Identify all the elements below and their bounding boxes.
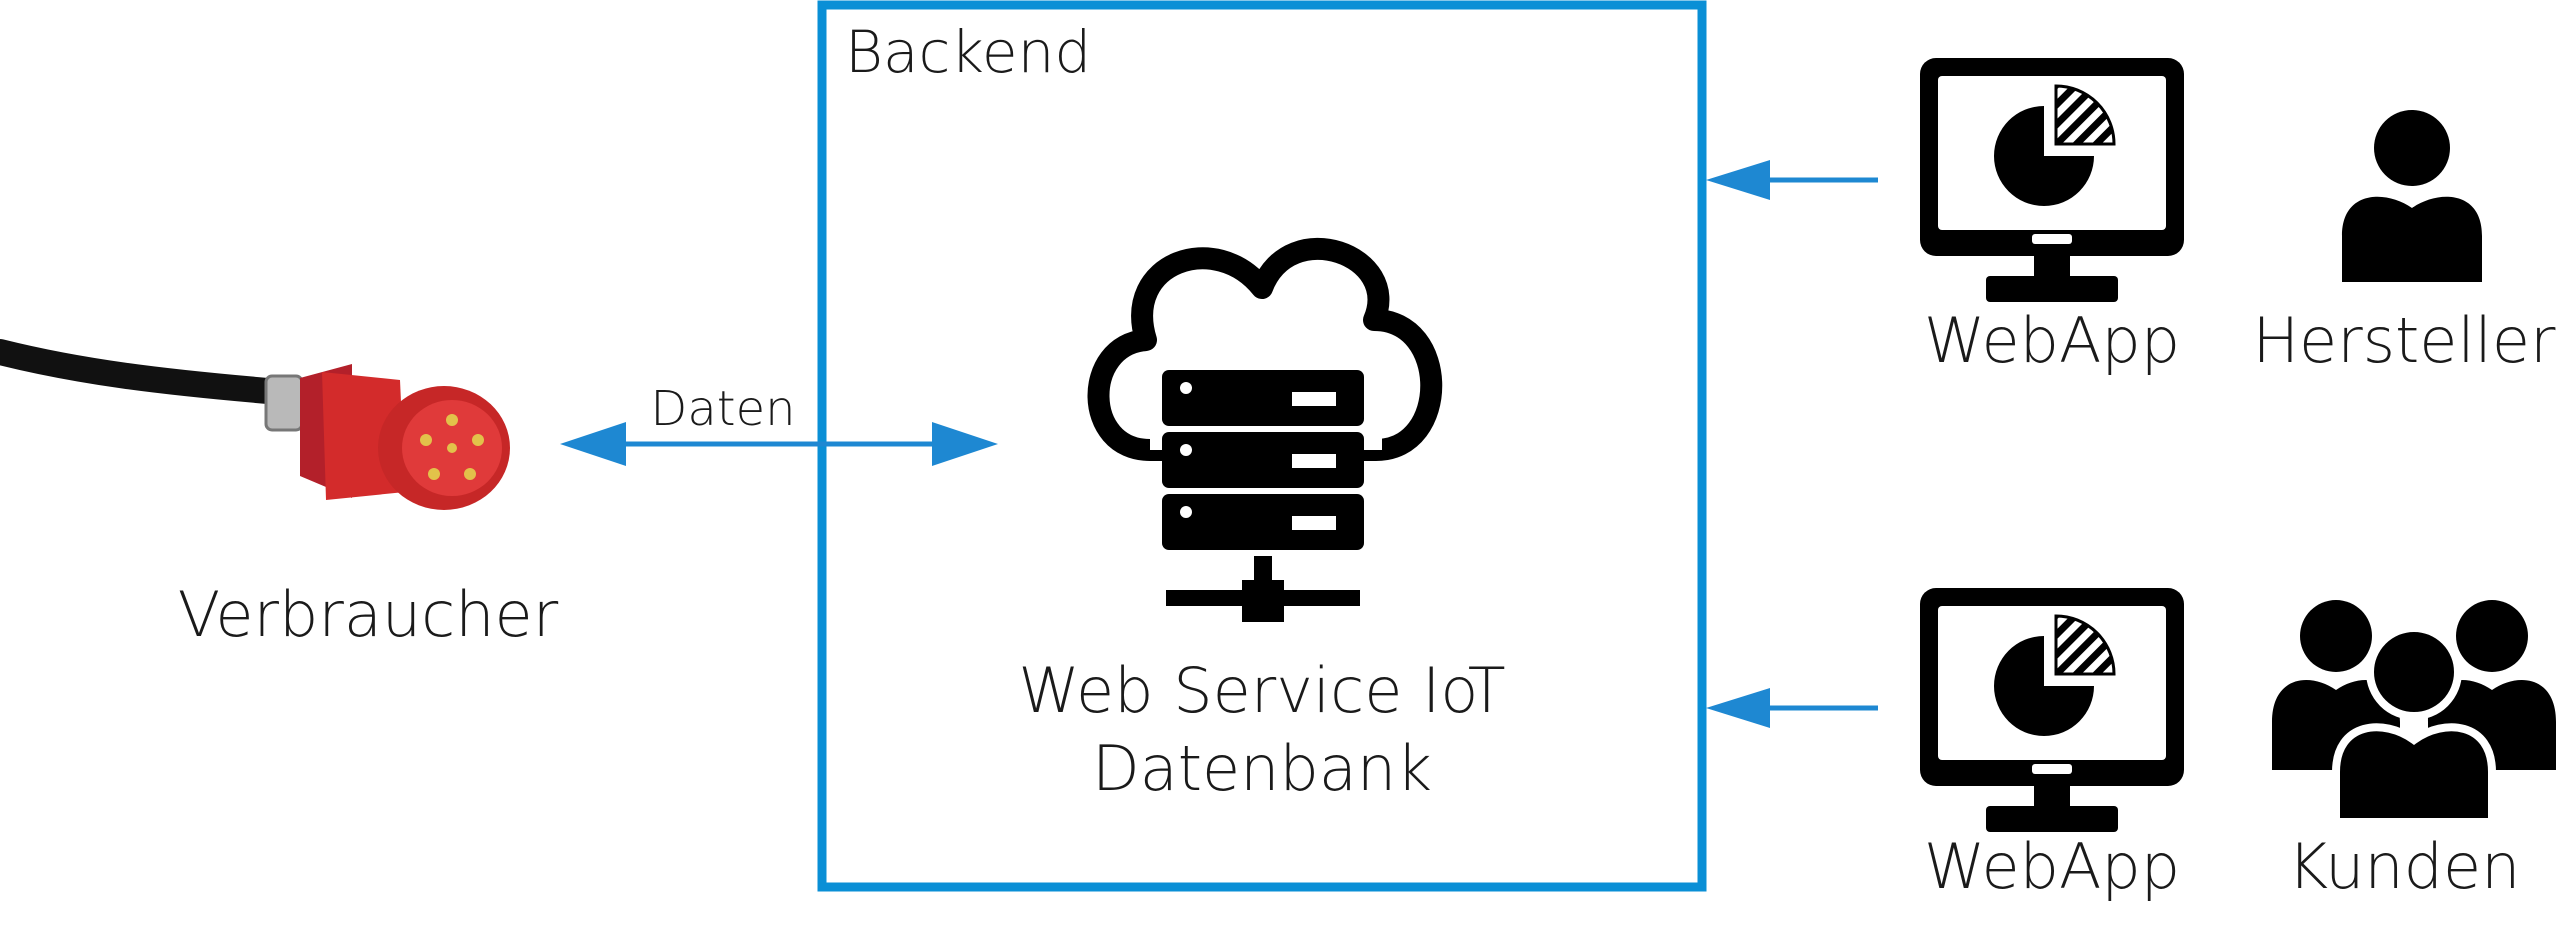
- cee-plug-icon: [0, 339, 510, 510]
- monitor-chart-icon: [1920, 588, 2184, 834]
- monitor-chart-icon: [1920, 58, 2184, 304]
- customers-label: Kunden: [2288, 830, 2521, 903]
- consumer-label: Verbraucher: [178, 578, 559, 651]
- webapp-top-label: WebApp: [1924, 304, 2180, 377]
- data-link-label: Daten: [650, 381, 795, 437]
- service-label-line2: Datenbank: [1092, 732, 1432, 805]
- backend-title: Backend: [845, 18, 1091, 86]
- manufacturer-label: Hersteller: [2252, 304, 2556, 377]
- service-label-line1: Web Service IoT: [1018, 654, 1505, 727]
- webapp-top-arrow: [1706, 160, 1878, 200]
- data-link-arrow: [560, 422, 998, 466]
- group-icon: [2272, 600, 2556, 826]
- webapp-bottom-label: WebApp: [1924, 830, 2180, 903]
- cloud-server-icon: [1087, 238, 1443, 622]
- person-icon: [2342, 110, 2482, 282]
- webapp-bottom-arrow: [1706, 688, 1878, 728]
